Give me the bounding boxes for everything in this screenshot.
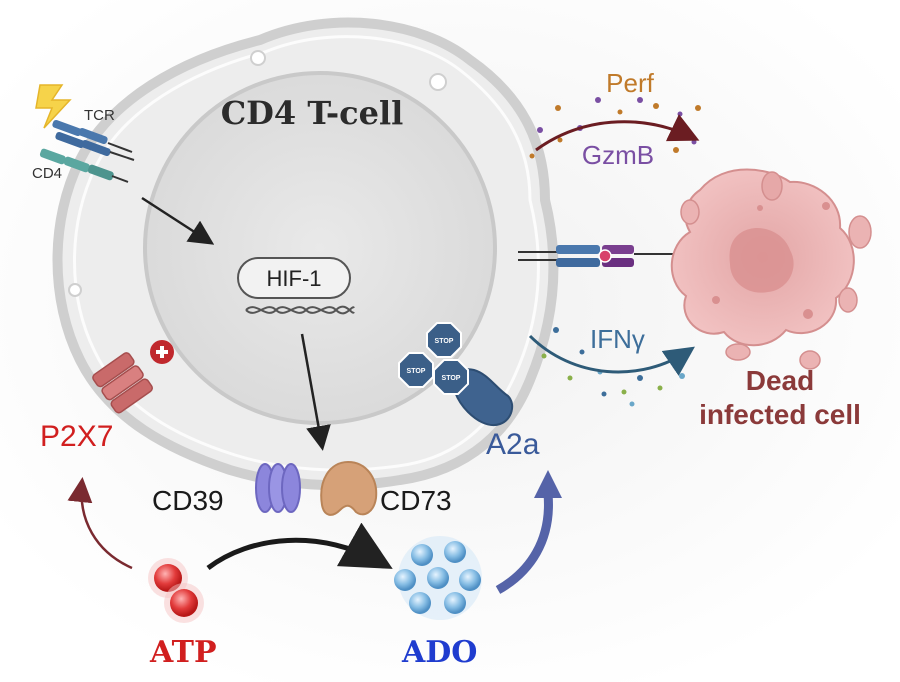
plus-icon [150,340,174,364]
atp-molecule-icon [148,558,204,623]
stop-sign-icon: STOP [398,352,434,388]
nucleus [143,71,497,425]
tcr-mhc-synapse-icon [518,245,688,267]
cd73-enzyme-icon [320,460,378,516]
p2x7-label: P2X7 [40,420,113,453]
cd73-label: CD73 [380,485,452,516]
dna-icon [245,305,355,315]
gzmb-label: GzmB [582,140,654,170]
perf-label: Perf [606,68,654,98]
tcr-label: TCR [84,107,115,124]
arrow-atp-to-p2x7 [67,477,133,570]
svg-text:STOP: STOP [442,375,461,382]
dead-cell-label-line1: Dead [746,365,814,396]
ado-molecule-icon [394,536,482,620]
ifn-label: IFNγ [590,324,645,354]
atp-label: ATP [149,635,217,670]
ifn-particles [541,327,685,407]
arrow-cytotoxic [535,114,700,152]
ado-label: ADO [401,635,477,670]
arrow-ifn [528,334,695,376]
arrow-ado-to-a2a-head [534,470,562,498]
p2x7-receptor-icon [92,352,153,414]
cd4-receptor-icon [39,148,129,183]
arrow-hif-to-enzymes [300,333,331,451]
hif-box [237,257,351,299]
stop-sign-icon: STOP [433,359,469,395]
a2a-label: A2a [486,428,540,461]
cd39-label: CD39 [152,485,224,516]
svg-text:STOP: STOP [407,368,426,375]
arrow-ado-to-a2a [495,493,553,594]
cd4-label: CD4 [32,165,62,182]
cd39-enzyme-icon [255,463,301,513]
tcr-receptor-icon [52,119,135,161]
svg-text:STOP: STOP [435,338,454,345]
dead-cell-label-line2: infected cell [699,399,861,430]
arrow-tcr-to-hif [141,196,215,245]
stop-sign-icon: STOP [426,322,462,358]
cell-title: CD4 T-cell [221,94,404,132]
dead-infected-cell [670,168,872,370]
lightning-icon [35,84,72,129]
arrow-atp-to-ado [206,522,393,570]
hif-label: HIF-1 [267,266,322,291]
